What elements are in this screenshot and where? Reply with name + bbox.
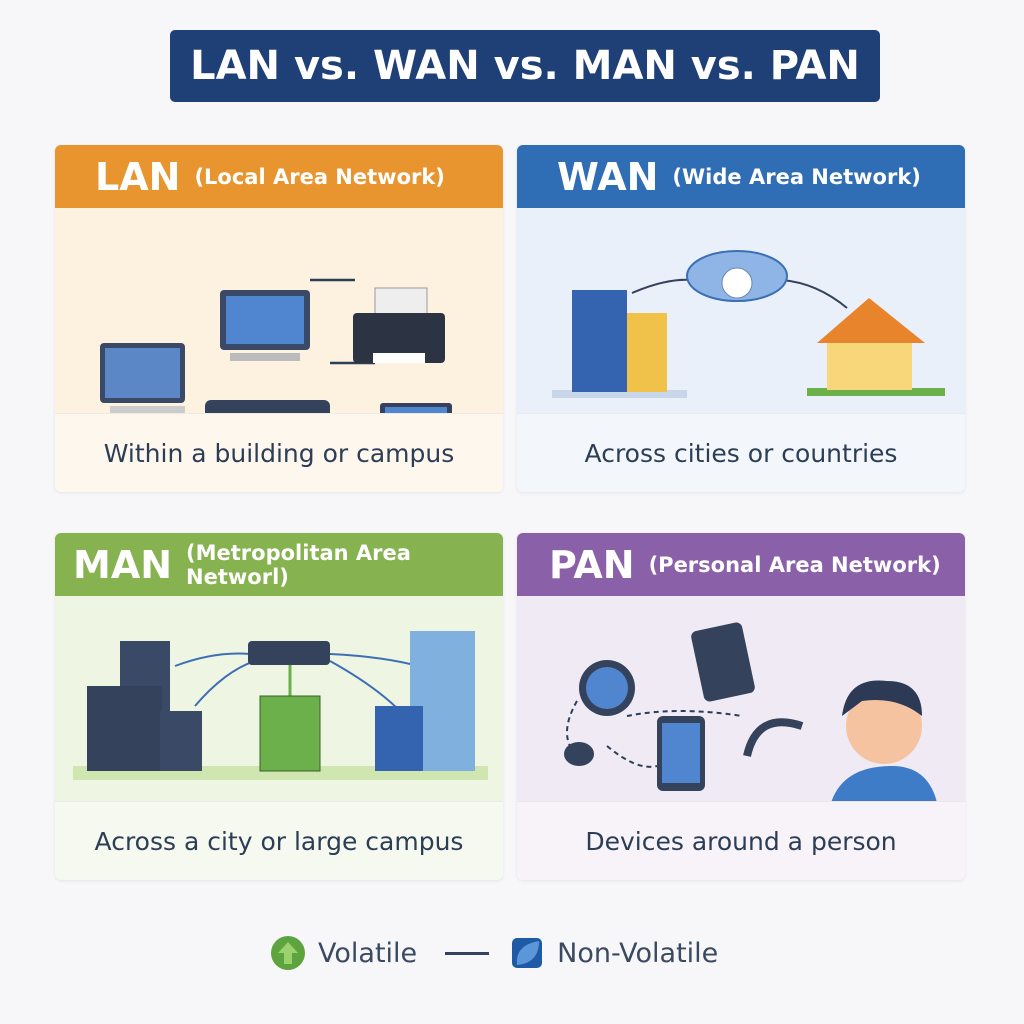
legend-volatile: Volatile	[318, 937, 418, 969]
monitor-icon	[220, 290, 310, 361]
green-arrow-up-icon	[271, 936, 305, 970]
lan-abbr: LAN	[95, 154, 181, 199]
headphones-icon	[743, 718, 804, 757]
printer-icon	[353, 287, 445, 363]
man-abbr: MAN	[73, 542, 173, 587]
wan-caption: Across cities or countries	[517, 413, 965, 492]
laptop-icon	[380, 403, 452, 413]
wan-card: WAN (Wide Area Network) Across cities or…	[517, 145, 965, 492]
tablet-icon	[691, 622, 755, 702]
pan-header: PAN (Personal Area Network)	[517, 533, 965, 596]
pan-abbr: PAN	[549, 542, 635, 587]
desktop-monitor-icon	[100, 343, 185, 413]
cloud-globe-icon	[686, 250, 788, 302]
network-switch-icon	[205, 400, 330, 413]
wan-full-name: (Wide Area Network)	[672, 164, 921, 189]
legend-non-volatile: Non-Volatile	[557, 937, 719, 969]
man-illustration	[55, 596, 503, 801]
man-full-name: (Metropolitan Area Networl)	[186, 540, 411, 589]
lan-card: LAN (Local Area Network) Wit	[55, 145, 503, 492]
city-buildings-icon	[87, 641, 202, 771]
green-building-icon	[259, 695, 321, 772]
legend-divider	[445, 951, 490, 955]
wan-abbr: WAN	[557, 154, 659, 199]
phone-icon	[657, 716, 705, 791]
router-icon	[248, 641, 330, 665]
mouse-icon	[564, 742, 594, 766]
legend: Volatile Non-Volatile	[270, 935, 718, 971]
lan-header: LAN (Local Area Network)	[55, 145, 503, 208]
lan-caption: Within a building or campus	[55, 413, 503, 492]
pan-caption: Devices around a person	[517, 801, 965, 880]
person-avatar-icon	[831, 680, 937, 801]
pan-illustration	[517, 596, 965, 801]
pan-full-name: (Personal Area Network)	[648, 552, 941, 577]
man-card: MAN (Metropolitan Area Networl) Across a…	[55, 533, 503, 880]
lan-full-name: (Local Area Network)	[194, 164, 445, 189]
page-title: LAN vs. WAN vs. MAN vs. PAN	[170, 30, 880, 102]
man-caption: Across a city or large campus	[55, 801, 503, 880]
wan-header: WAN (Wide Area Network)	[517, 145, 965, 208]
office-building-icon	[552, 290, 687, 398]
pan-card: PAN (Personal Area Network) Devices arou…	[517, 533, 965, 880]
wan-illustration	[517, 208, 965, 413]
tower-building-icon	[375, 631, 475, 771]
house-icon	[807, 298, 945, 396]
blue-drop-square-icon	[512, 938, 543, 968]
lan-illustration	[55, 208, 503, 413]
smartwatch-icon	[579, 660, 635, 716]
man-header: MAN (Metropolitan Area Networl)	[55, 533, 503, 596]
